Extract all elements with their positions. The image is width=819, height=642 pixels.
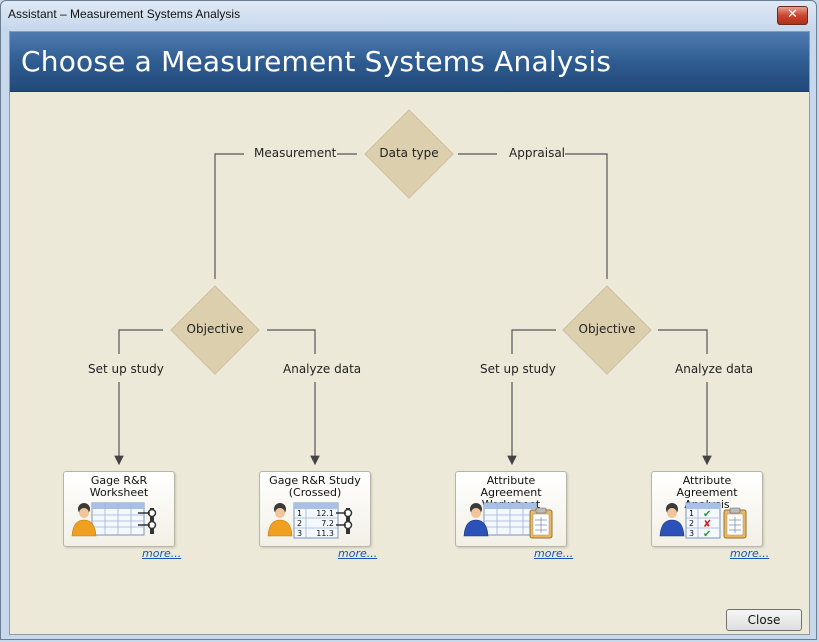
gage-worksheet-icon	[71, 502, 157, 537]
attr-row-2-num: 2	[689, 519, 694, 528]
decision-diamond-right-objective	[562, 285, 652, 375]
branch-appraisal-label: Appraisal	[509, 146, 566, 160]
flowchart-connectors	[114, 109, 712, 466]
card-title-line1: Attribute Agreement	[480, 474, 542, 499]
check-icon: ✔	[703, 509, 711, 520]
card-gage-rr-worksheet[interactable]: Gage R&R Worksheet	[63, 471, 175, 547]
attr-row-3-num: 3	[689, 529, 694, 538]
more-link-gage-worksheet[interactable]: more...	[142, 547, 182, 560]
header-banner: Choose a Measurement Systems Analysis	[10, 32, 809, 92]
gage-row-1-value: 12.1	[316, 509, 334, 518]
card-title: Gage R&R Study (Crossed)	[260, 475, 370, 499]
gage-row-3-num: 3	[297, 529, 302, 538]
close-button[interactable]: Close	[726, 609, 802, 631]
card-title: Gage R&R Worksheet	[64, 475, 174, 499]
more-link-attribute-worksheet[interactable]: more...	[534, 547, 574, 560]
card-title-line2: Worksheet	[89, 486, 149, 499]
more-link-gage-study[interactable]: more...	[338, 547, 378, 560]
gage-row-1-num: 1	[297, 509, 302, 518]
card-attribute-agreement-worksheet[interactable]: Attribute Agreement Worksheet	[455, 471, 567, 547]
check-icon: ✔	[703, 529, 711, 540]
dialog-content: Choose a Measurement Systems Analysis	[9, 31, 810, 635]
gage-row-3-value: 11.3	[316, 529, 334, 538]
left-setup-label: Set up study	[88, 362, 164, 376]
close-icon: ✕	[787, 7, 798, 22]
card-title-line1: Gage R&R	[90, 474, 148, 487]
decision-diamond-data-type	[364, 109, 454, 199]
branch-measurement-label: Measurement	[254, 146, 337, 160]
attribute-worksheet-icon	[463, 502, 553, 539]
right-analyze-label: Analyze data	[675, 362, 754, 376]
left-analyze-label: Analyze data	[283, 362, 362, 376]
gage-study-icon: 1 12.1 2 7.2 3 11.3	[267, 502, 353, 539]
right-setup-label: Set up study	[480, 362, 556, 376]
cross-icon: ✘	[703, 519, 711, 530]
page-title: Choose a Measurement Systems Analysis	[21, 45, 612, 78]
title-bar[interactable]: Assistant – Measurement Systems Analysis…	[1, 1, 816, 29]
card-attribute-agreement-analysis[interactable]: Attribute Agreement Analysis 1 2 3 ✔ ✘	[651, 471, 763, 547]
window-close-button[interactable]: ✕	[777, 6, 808, 25]
window-title: Assistant – Measurement Systems Analysis	[8, 7, 241, 21]
decision-right-objective-label: Objective	[578, 322, 636, 336]
attr-row-1-num: 1	[689, 509, 694, 518]
decision-data-type-label: Data type	[379, 146, 439, 160]
card-title-line1: Gage R&R Study	[269, 474, 361, 487]
decision-left-objective-label: Objective	[186, 322, 244, 336]
card-gage-rr-study[interactable]: Gage R&R Study (Crossed) 1 12.1 2 7.2 3 …	[259, 471, 371, 547]
card-title-line2: (Crossed)	[288, 486, 342, 499]
gage-row-2-value: 7.2	[321, 519, 334, 528]
gage-row-2-num: 2	[297, 519, 302, 528]
card-title-line1: Attribute Agreement	[676, 474, 738, 499]
decision-diamond-left-objective	[170, 285, 260, 375]
more-link-attribute-analysis[interactable]: more...	[730, 547, 770, 560]
attribute-analysis-icon: 1 2 3 ✔ ✘ ✔	[659, 502, 747, 540]
